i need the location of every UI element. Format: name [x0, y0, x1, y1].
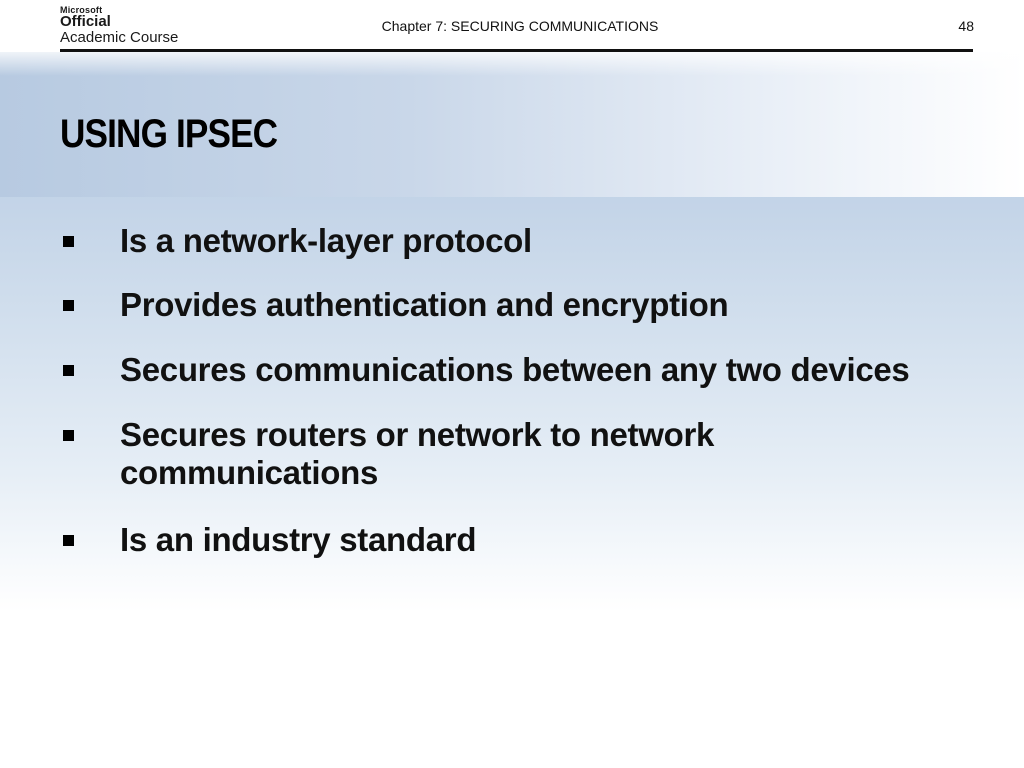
square-bullet-icon [63, 365, 74, 376]
header-background [0, 0, 1024, 76]
bullet-text: Secures routers or network to network co… [120, 416, 715, 491]
bullet-text: Provides authentication and encryption [120, 286, 729, 323]
square-bullet-icon [63, 236, 74, 247]
logo-line-academic-course: Academic Course [60, 29, 179, 46]
page-number: 48 [958, 18, 974, 34]
chapter-title: Chapter 7: SECURING COMMUNICATIONS [381, 18, 659, 34]
microsoft-official-academic-course-logo: Microsoft Official Academic Course [60, 5, 200, 47]
bullet-text: Is a network-layer protocol [120, 222, 532, 259]
logo-brand: Microsoft [60, 5, 103, 15]
square-bullet-icon [63, 430, 74, 441]
header-divider [60, 49, 973, 52]
background-highlight [0, 52, 1024, 197]
bullet-text: Secures communications between any two d… [120, 351, 910, 388]
square-bullet-icon [63, 535, 74, 546]
square-bullet-icon [63, 300, 74, 311]
bullet-text: Is an industry standard [120, 521, 477, 558]
slide-title: USING IPSEC [60, 112, 278, 156]
logo-line-official: Official [60, 13, 111, 30]
